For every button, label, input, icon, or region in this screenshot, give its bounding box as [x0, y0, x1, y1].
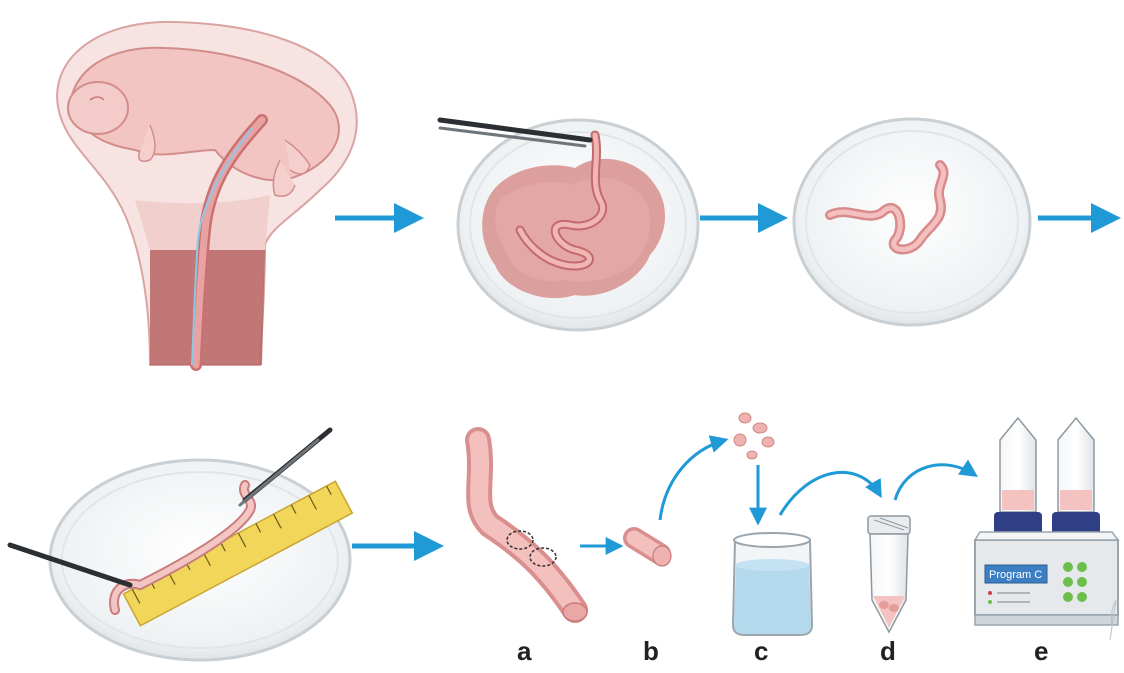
conical-tube-icon: [868, 516, 910, 632]
cord-ruler-dish-icon: [10, 430, 352, 660]
step-label-c: c: [754, 638, 768, 664]
curved-arrow-icon: [660, 440, 725, 520]
cord-segment-icon: [478, 440, 587, 621]
cord-dissection-dish-icon: [440, 120, 698, 330]
fetal-placenta-icon: [57, 22, 357, 365]
beaker-icon: [733, 533, 812, 635]
curved-arrow-icon: [895, 465, 975, 500]
step-label-e: e: [1034, 638, 1048, 664]
step-label-d: d: [880, 638, 896, 664]
step-label-b: b: [643, 638, 659, 664]
tissue-fragments-icon: [734, 413, 774, 459]
cord-piece-icon: [634, 538, 671, 566]
curved-arrow-icon: [780, 472, 880, 515]
dissociator-device-icon: Program C: [975, 418, 1118, 625]
device-screen-text: Program C: [989, 569, 1042, 581]
step-label-a: a: [517, 638, 531, 664]
isolated-cord-dish-icon: [794, 119, 1030, 325]
